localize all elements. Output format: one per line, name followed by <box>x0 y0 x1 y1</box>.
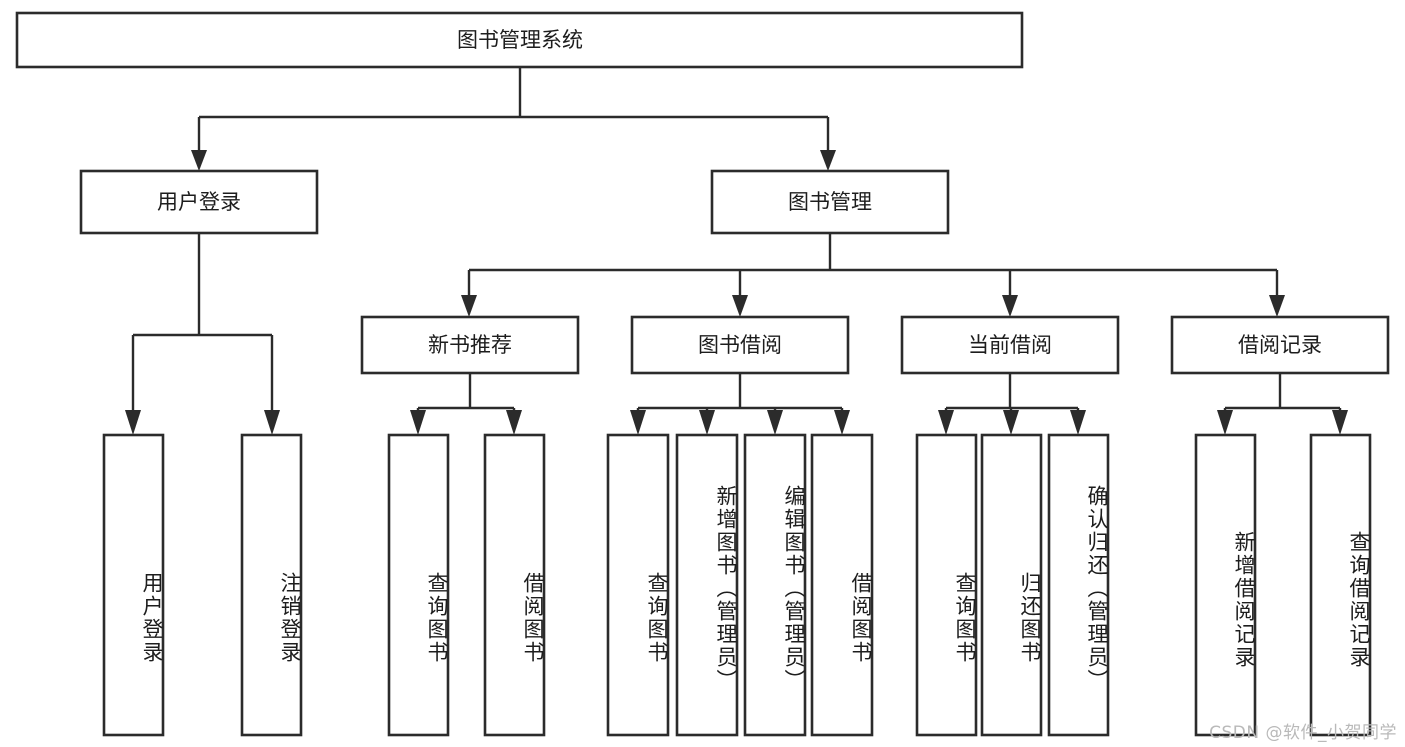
arrow-to-leaf-book-borrow-0 <box>630 410 646 435</box>
arrow-to-leaf-current-borrow-1 <box>1003 410 1019 435</box>
leaf-box-book-borrow-3[interactable] <box>810 433 874 737</box>
arrow-to-leaf-book-borrow-2 <box>767 410 783 435</box>
leaf-box-user-login-0[interactable] <box>102 433 165 737</box>
leaf-box-new-book-1[interactable] <box>483 433 546 737</box>
leaf-box-book-borrow-2[interactable] <box>743 433 807 737</box>
leaf-box-current-borrow-1[interactable] <box>980 433 1043 737</box>
node-book-manage-box[interactable] <box>710 169 950 235</box>
node-new-book-recommend-label: 新书推荐 <box>428 333 512 357</box>
arrow-to-leaf-borrow-record-0 <box>1217 410 1233 435</box>
arrow-to-leaf-new-book-0 <box>410 410 426 435</box>
arrow-to-leaf-user-login-1 <box>264 410 280 435</box>
node-root-box[interactable] <box>15 11 1024 69</box>
arrow-to-leaf-new-book-1 <box>506 410 522 435</box>
arrow-to-leaf-current-borrow-0 <box>938 410 954 435</box>
arrow-to-user-login <box>191 150 207 171</box>
leaf-box-book-borrow-1[interactable] <box>675 433 739 737</box>
node-user-login-label: 用户登录 <box>157 190 241 214</box>
arrow-to-leaf-book-borrow-1 <box>699 410 715 435</box>
node-book-borrow-label: 图书借阅 <box>698 333 782 357</box>
node-root-label: 图书管理系统 <box>457 28 583 52</box>
leaf-box-user-login-1[interactable] <box>240 433 303 737</box>
node-current-borrow-label: 当前借阅 <box>968 333 1052 357</box>
leaf-box-book-borrow-0[interactable] <box>606 433 670 737</box>
node-borrow-record-label: 借阅记录 <box>1238 333 1322 357</box>
arrow-to-book-borrow <box>732 295 748 317</box>
arrow-to-current-borrow <box>1002 295 1018 317</box>
arrow-to-leaf-book-borrow-3 <box>834 410 850 435</box>
node-current-borrow-box[interactable] <box>900 315 1120 375</box>
leaf-box-current-borrow-2[interactable] <box>1047 433 1110 737</box>
node-new-book-recommend-box[interactable] <box>360 315 580 375</box>
arrow-to-leaf-user-login-0 <box>125 410 141 435</box>
node-borrow-record-box[interactable] <box>1170 315 1390 375</box>
arrow-to-new-book-recommend <box>461 295 477 317</box>
csdn-watermark: CSDN @软件_小贺同学 <box>1209 723 1397 743</box>
arrow-to-borrow-record <box>1269 295 1285 317</box>
arrow-to-leaf-borrow-record-1 <box>1332 410 1348 435</box>
leaf-box-borrow-record-1[interactable] <box>1309 433 1372 737</box>
arrow-to-book-manage <box>820 150 836 171</box>
arrow-to-leaf-current-borrow-2 <box>1070 410 1086 435</box>
leaf-box-current-borrow-0[interactable] <box>915 433 978 737</box>
node-book-manage-label: 图书管理 <box>788 190 872 214</box>
node-book-borrow-box[interactable] <box>630 315 850 375</box>
leaf-box-new-book-0[interactable] <box>387 433 450 737</box>
leaf-box-borrow-record-0[interactable] <box>1194 433 1257 737</box>
